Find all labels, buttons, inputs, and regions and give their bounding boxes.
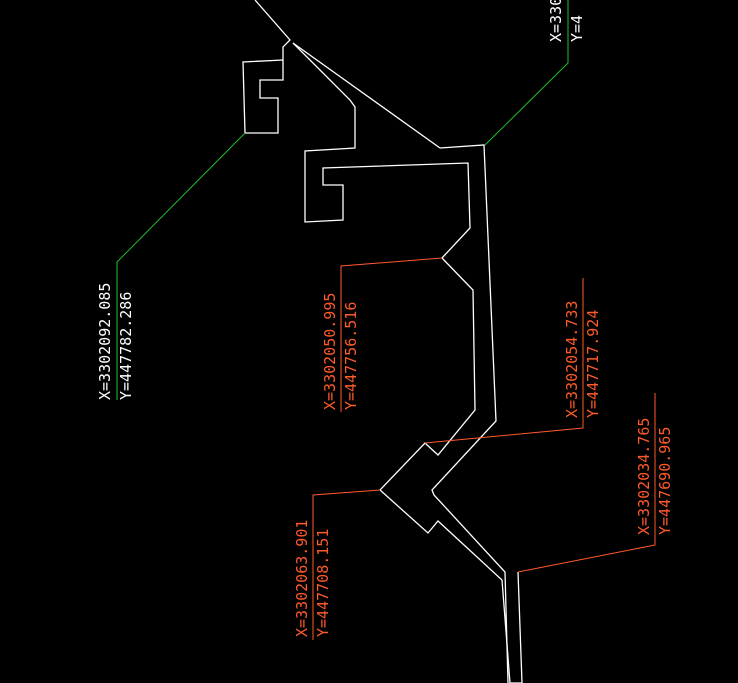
label-p6: X=3302063.901 Y=447708.151 (293, 520, 332, 637)
leader-lines (116, 0, 656, 640)
label-p6-y: Y=447708.151 (314, 529, 332, 637)
label-p4: X=3302054.733 Y=447717.924 (563, 301, 602, 418)
label-p1-x: X=3302092.085 (96, 283, 114, 400)
outline-diagonal-top (292, 42, 441, 149)
label-p5-y: Y=447690.965 (656, 427, 674, 535)
outline-left-hook (242, 59, 284, 134)
label-p6-x: X=3302063.901 (293, 520, 311, 637)
leader-p1 (116, 132, 246, 400)
leader-p2 (484, 0, 569, 146)
label-p3-x: X=3302050.995 (321, 293, 339, 410)
label-p3-y: Y=447756.516 (342, 302, 360, 410)
label-p3: X=3302050.995 Y=447756.516 (321, 293, 360, 410)
label-p1-y: Y=447782.286 (117, 292, 135, 400)
label-p1: X=3302092.085 Y=447782.286 (96, 283, 135, 400)
boundary-outline (242, 0, 523, 683)
leader-p6 (312, 489, 381, 640)
label-p4-y: Y=447717.924 (584, 310, 602, 418)
outline-inner-wall (379, 257, 523, 683)
outline-right-wall (431, 144, 509, 683)
label-p5-x: X=3302034.765 (635, 418, 653, 535)
leader-p3 (340, 257, 443, 412)
label-p2-y: Y=4 (568, 15, 586, 42)
label-p5: X=3302034.765 Y=447690.965 (635, 418, 674, 535)
coordinate-labels: X=3302092.085 Y=447782.286 X=330 Y=4 X=3… (96, 0, 674, 637)
label-p2: X=330 Y=4 (547, 0, 586, 42)
outline-top-left-edge (254, 0, 291, 60)
leader-p4 (424, 278, 584, 444)
label-p4-x: X=3302054.733 (563, 301, 581, 418)
outline-upper-hook (292, 42, 471, 259)
label-p2-x: X=330 (547, 0, 565, 42)
leader-p5 (517, 393, 656, 573)
